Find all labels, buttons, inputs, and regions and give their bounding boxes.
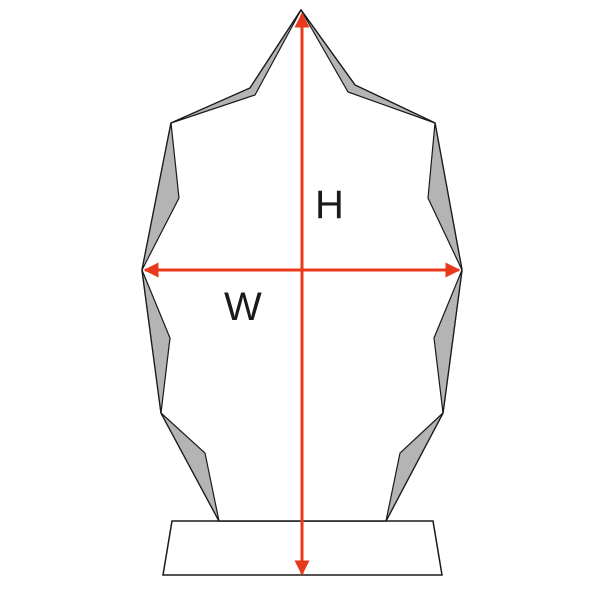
facet-upper-right: [427, 122, 463, 271]
facet-upper-left: [141, 122, 180, 271]
facet-bottom-right: [385, 412, 444, 522]
facet-bottom-left: [160, 412, 220, 522]
height-label: H: [315, 183, 344, 227]
facet-lower-right: [433, 269, 463, 414]
facet-lower-left: [141, 269, 171, 414]
width-label: W: [224, 285, 262, 329]
trophy-facets: [141, 9, 463, 522]
